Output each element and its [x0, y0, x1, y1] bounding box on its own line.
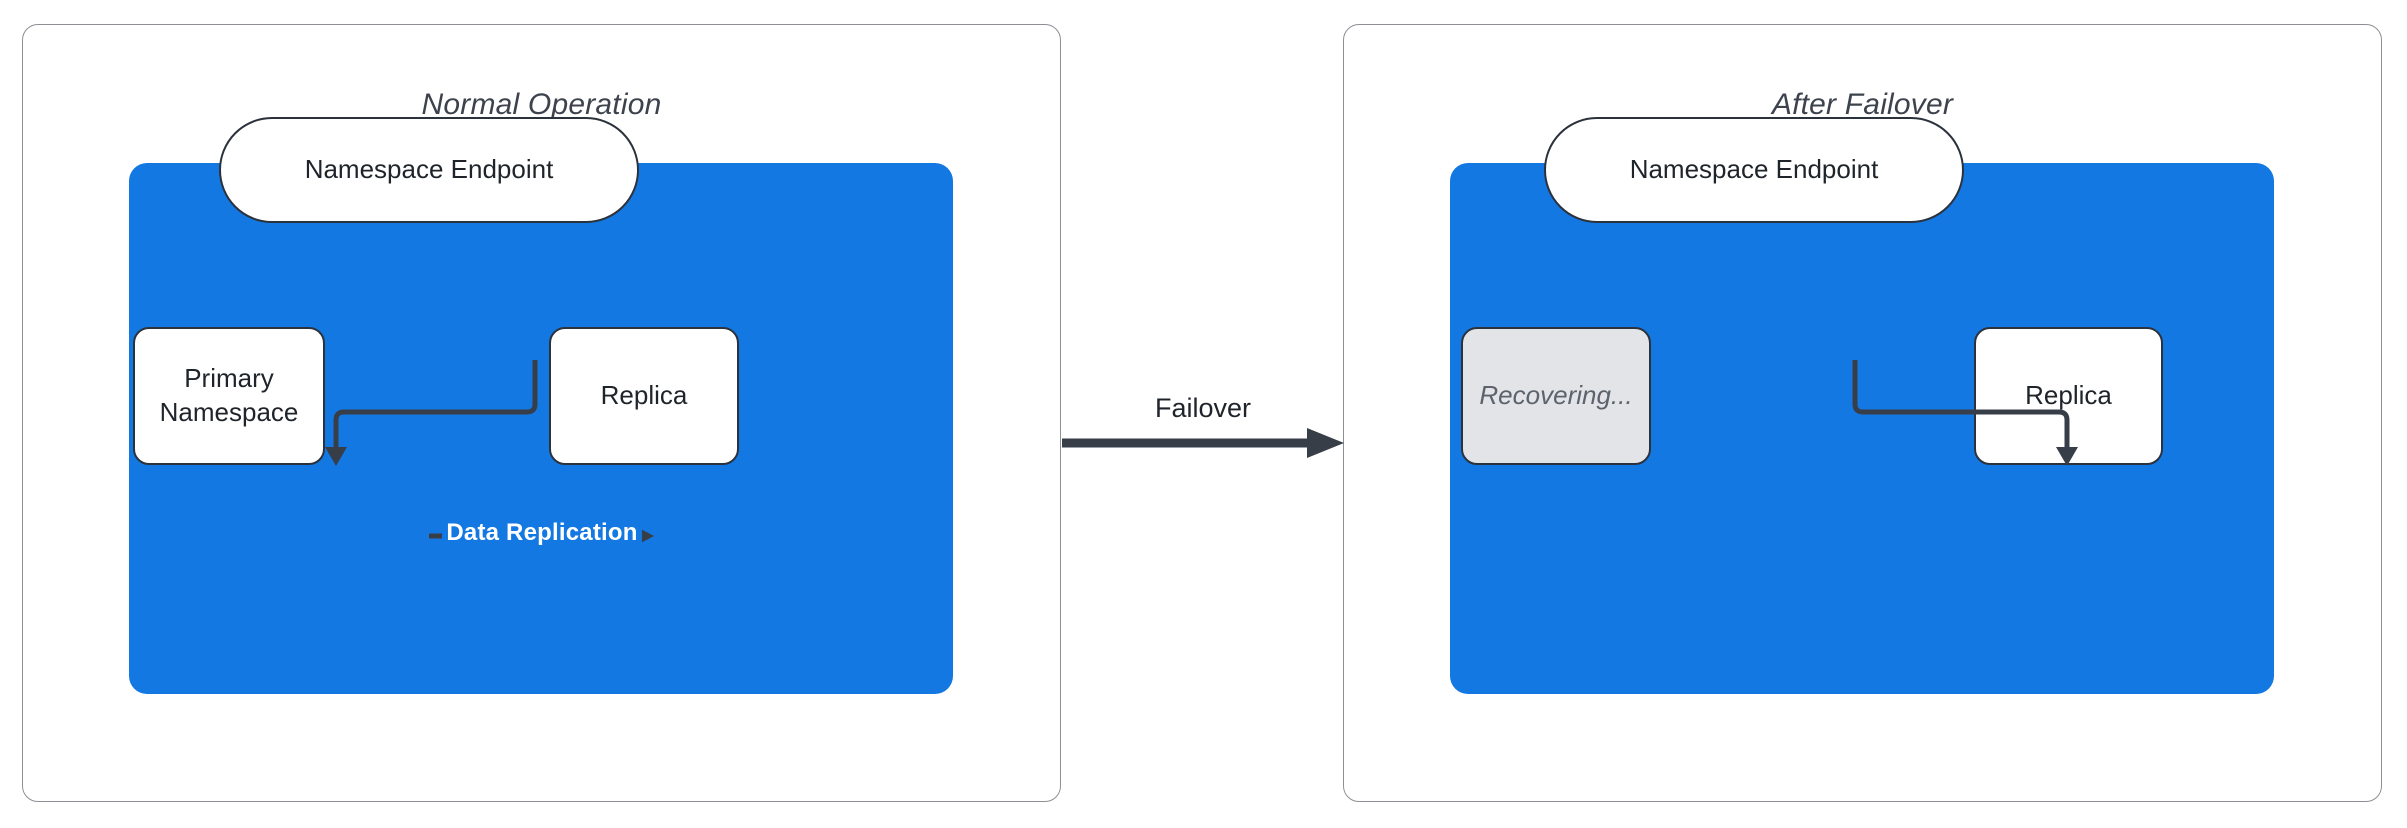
namespace-endpoint-node-after: Namespace Endpoint	[1544, 117, 1964, 223]
failover-arrow	[1062, 428, 1344, 458]
failover-arrow-label: Failover	[1154, 393, 1252, 423]
replica-label-after: Replica	[2025, 380, 2112, 411]
panel-title-normal-operation: Normal Operation	[421, 88, 662, 121]
recovering-node: Recovering...	[1461, 327, 1651, 465]
data-replication-edge-label: Data Replication	[431, 517, 653, 549]
replica-node-after: Replica	[1974, 327, 2163, 465]
primary-namespace-label: Primary Namespace	[159, 363, 299, 427]
replica-label-normal: Replica	[600, 380, 688, 411]
panel-title-after-failover: After Failover	[1771, 88, 1954, 121]
primary-namespace-node: Primary Namespace	[133, 327, 325, 465]
after-failover-panel: After Failover Namespace Endpoint Recove…	[1343, 24, 2382, 802]
recovering-label: Recovering...	[1479, 380, 1633, 411]
namespace-endpoint-label-after: Namespace Endpoint	[1629, 154, 1879, 185]
normal-operation-panel: Normal Operation Namespace Endpoint Prim…	[22, 24, 1061, 802]
namespace-endpoint-node-normal: Namespace Endpoint	[219, 117, 639, 223]
namespace-endpoint-label: Namespace Endpoint	[304, 154, 554, 185]
replica-node-normal: Replica	[549, 327, 739, 465]
